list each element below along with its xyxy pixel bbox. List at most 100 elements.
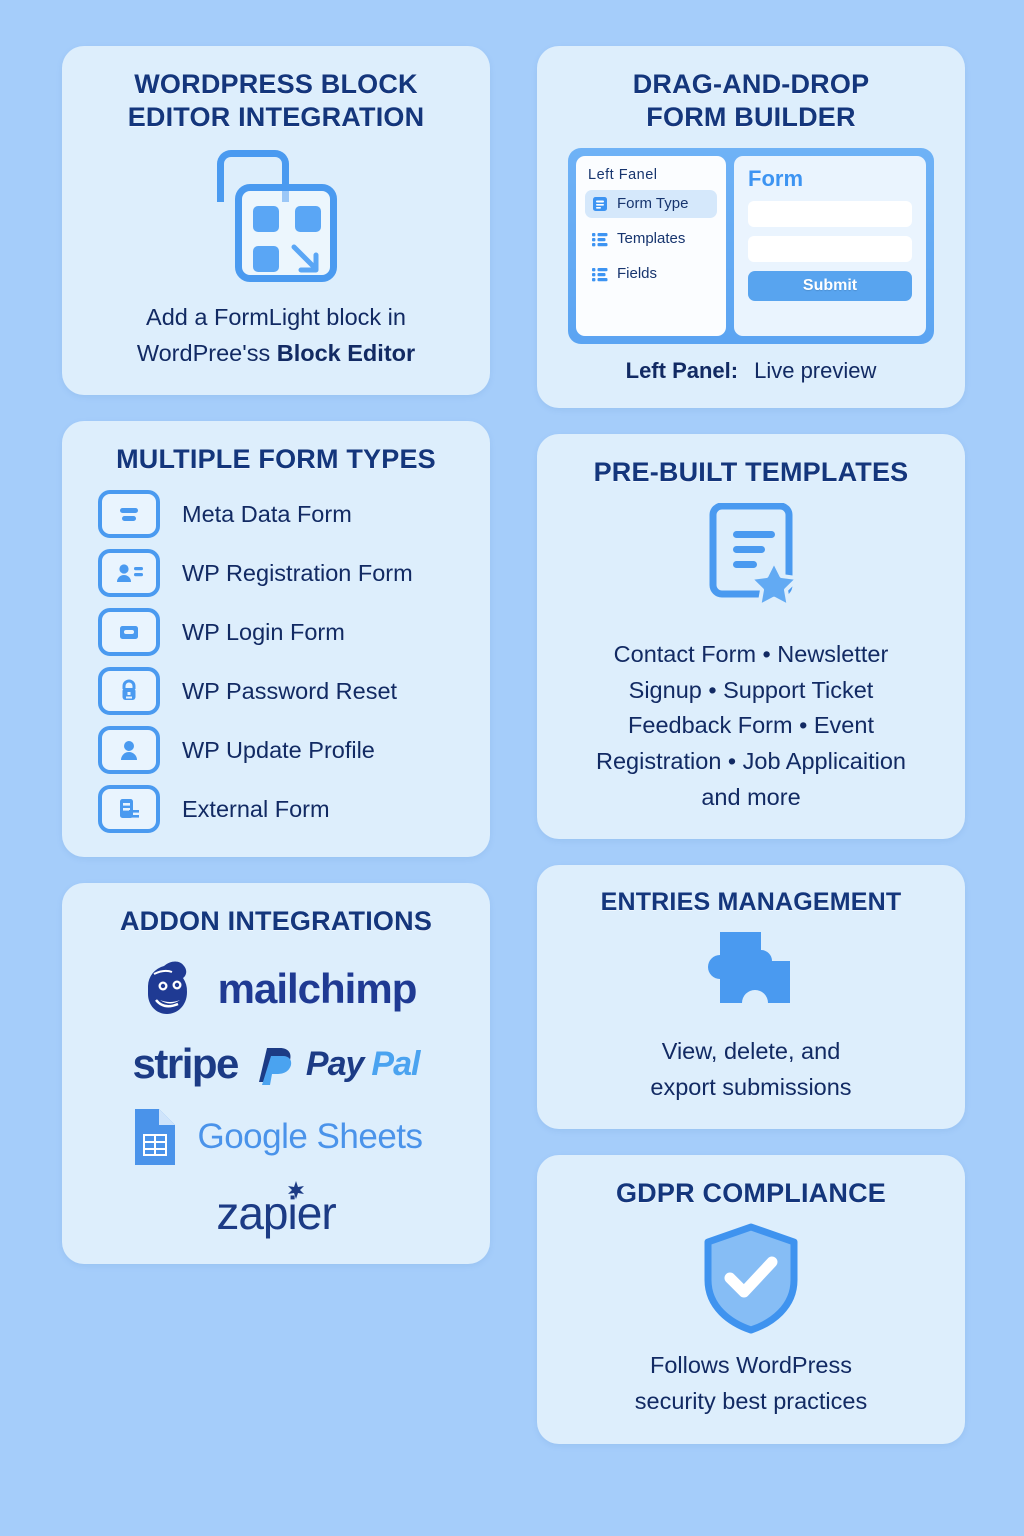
- google-sheets-wordmark: Google Sheets: [197, 1117, 423, 1157]
- google-sheets-icon: [135, 1109, 176, 1166]
- body-line-2: Signup • Support Ticket: [628, 676, 874, 703]
- lock-glyph: [122, 679, 136, 701]
- panel-item-label: Fields: [617, 265, 658, 283]
- card-block-editor-integration: WORDPRESS BLOCK EDITOR INTEGRATION: [62, 46, 490, 396]
- panel-item-fields[interactable]: Fields: [585, 260, 717, 288]
- block-square-2: [295, 205, 321, 232]
- form-type-label: Meta Data Form: [182, 500, 352, 527]
- zapier-wordmark: zapier: [216, 1187, 336, 1240]
- paypal-icon: [258, 1048, 292, 1086]
- builder-preview-panel: Form Submit: [734, 155, 926, 336]
- document-list-icon: [593, 196, 607, 211]
- lock-icon: [98, 667, 160, 716]
- body-line-1: Contact Form • Newsletter: [613, 640, 889, 667]
- body-line-2-bold: Block Editor: [276, 339, 416, 366]
- body-line-1: View, delete, and: [661, 1037, 841, 1064]
- list-item[interactable]: External Form: [98, 785, 470, 834]
- paypal-wordmark-pal: Pal: [371, 1044, 420, 1083]
- card-gdpr-compliance: GDPR COMPLIANCE Follows WordPress securi…: [537, 1155, 965, 1444]
- panel-item-templates[interactable]: Templates: [585, 225, 717, 253]
- puzzle-piece-icon: [708, 931, 790, 1003]
- panel-item-form-type[interactable]: Form Type: [585, 189, 717, 218]
- body-line-3: Feedback Form • Event: [628, 712, 874, 739]
- submit-button[interactable]: Submit: [748, 270, 912, 301]
- form-type-label: External Form: [182, 795, 330, 822]
- mailchimp-wordmark: mailchimp: [217, 965, 418, 1013]
- block-editor-icon-body: [235, 183, 337, 282]
- caption-plain: Live preview: [754, 357, 877, 383]
- card-title-addons: ADDON INTEGRATIONS: [119, 906, 433, 937]
- card-title-entries: ENTRIES MANAGEMENT: [600, 888, 902, 917]
- builder-left-panel: Left Fanel Form Type: [576, 155, 726, 336]
- list-item[interactable]: Meta Data Form: [98, 490, 470, 539]
- document-star-icon: [709, 502, 800, 609]
- person-glyph: [121, 741, 137, 761]
- block-square-1: [253, 205, 279, 232]
- panel-item-label: Templates: [617, 230, 686, 248]
- meta-data-glyph: [120, 508, 138, 522]
- card-title-block-editor: WORDPRESS BLOCK EDITOR INTEGRATION: [82, 68, 470, 134]
- form-type-label: WP Login Form: [182, 618, 345, 645]
- list-item[interactable]: WP Update Profile: [98, 726, 470, 775]
- list-item[interactable]: WP Login Form: [98, 608, 470, 657]
- title-line-1: DRAG-AND-DROP: [632, 69, 870, 99]
- shield-check-icon: [704, 1223, 798, 1334]
- preview-input-2[interactable]: [748, 235, 912, 262]
- zapier-spark-icon: [287, 1181, 304, 1200]
- user-card-icon: [98, 549, 160, 598]
- person-icon: [98, 726, 160, 775]
- body-line-1: Add a FormLight block in: [146, 303, 406, 330]
- list-icon: [592, 267, 608, 282]
- gdpr-icon-wrap: [557, 1222, 945, 1334]
- block-editor-icon-tab: [217, 149, 289, 202]
- templates-icon-wrap: [557, 502, 945, 621]
- body-line-1: Follows WordPress: [650, 1352, 852, 1379]
- external-doc-glyph: [120, 799, 139, 819]
- card-entries-management: ENTRIES MANAGEMENT View, delete, and exp…: [537, 865, 965, 1130]
- stripe-wordmark[interactable]: stripe: [132, 1040, 240, 1088]
- list-icon: [592, 232, 608, 247]
- left-panel-heading: Left Fanel: [588, 166, 658, 183]
- block-square-3: [253, 245, 279, 272]
- card-drag-and-drop-form-builder: DRAG-AND-DROP FORM BUILDER Left Fanel Fo…: [537, 46, 965, 408]
- meta-data-icon: [98, 490, 160, 539]
- body-line-2: security best practices: [634, 1388, 868, 1414]
- list-item[interactable]: WP Password Reset: [98, 667, 470, 716]
- card-body-block-editor: Add a FormLight block in WordPree'ss Blo…: [82, 300, 470, 371]
- title-line-2: EDITOR INTEGRATION: [127, 101, 425, 132]
- addon-mailchimp[interactable]: mailchimp: [136, 956, 417, 1022]
- title-line-2: FORM BUILDER: [646, 101, 856, 132]
- addon-google-sheets[interactable]: Google Sheets: [129, 1106, 423, 1168]
- form-type-label: WP Password Reset: [182, 677, 398, 704]
- right-column: DRAG-AND-DROP FORM BUILDER Left Fanel Fo…: [537, 46, 965, 1444]
- form-type-label: WP Update Profile: [182, 736, 375, 763]
- card-title-templates: PRE-BUILT TEMPLATES: [593, 456, 909, 487]
- login-box-glyph: [120, 626, 138, 640]
- list-item[interactable]: WP Registration Form: [98, 549, 470, 598]
- card-title-form-types: MULTIPLE FORM TYPES: [116, 444, 436, 475]
- diagonal-arrow-icon: [291, 244, 319, 273]
- card-body-entries: View, delete, and export submissions: [557, 1034, 945, 1105]
- mailchimp-icon: [147, 961, 187, 1015]
- form-type-label: WP Registration Form: [182, 559, 413, 586]
- login-box-icon: [98, 608, 160, 657]
- preview-input-1[interactable]: [748, 200, 912, 227]
- block-editor-icon-wrap: [82, 149, 470, 282]
- card-multiple-form-types: MULTIPLE FORM TYPES Meta Data Form: [62, 421, 490, 858]
- body-line-5: and more: [701, 783, 801, 810]
- block-editor-icon: [215, 149, 337, 282]
- form-builder-mockup: Left Fanel Form Type: [568, 147, 934, 344]
- body-line-2: export submissions: [650, 1073, 852, 1100]
- addon-zapier[interactable]: zapier: [216, 1181, 337, 1240]
- card-title-form-builder: DRAG-AND-DROP FORM BUILDER: [557, 68, 945, 134]
- form-builder-caption: Left Panel:Live preview: [557, 358, 945, 384]
- form-types-list: Meta Data Form WP Registration Form: [82, 490, 470, 834]
- body-line-4: Registration • Job Applicaition: [596, 747, 906, 774]
- left-column: WORDPRESS BLOCK EDITOR INTEGRATION: [62, 46, 490, 1265]
- card-body-templates: Contact Form • Newsletter Signup • Suppo…: [557, 637, 945, 816]
- paypal-wordmark-pay: Pay: [305, 1044, 364, 1083]
- card-title-gdpr: GDPR COMPLIANCE: [615, 1178, 886, 1209]
